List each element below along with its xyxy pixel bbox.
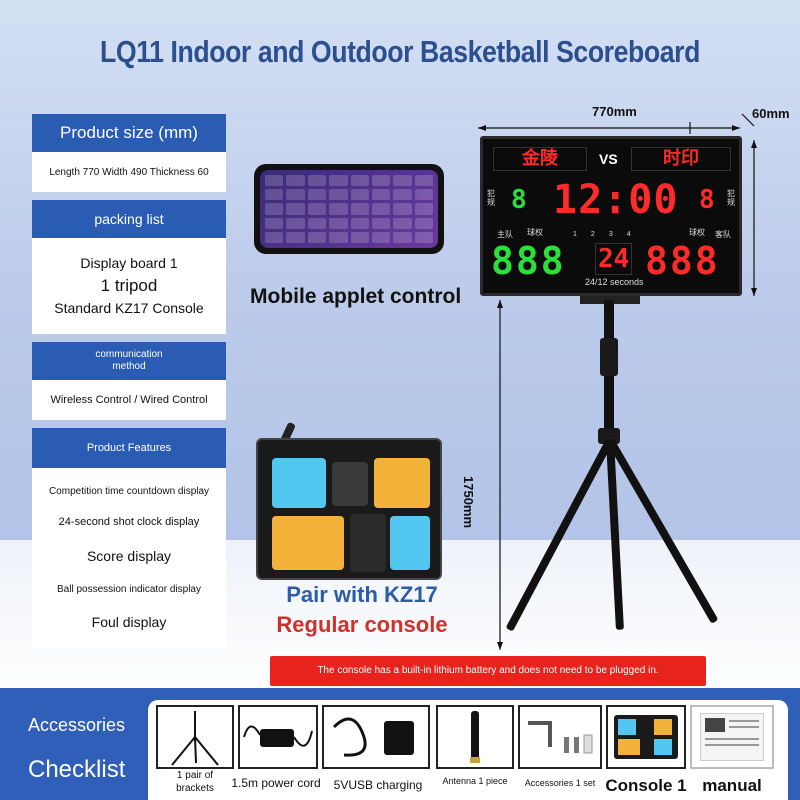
- spec-size-body: Length 770 Width 490 Thickness 60: [32, 152, 226, 192]
- console-pad: [390, 516, 430, 570]
- manual-text-line: [705, 744, 759, 746]
- spec-packing-header: packing list: [32, 200, 226, 238]
- scoreboard-display: 金陵 VS 时印 犯规 8 12:00 8 犯规 主队 球权 1 2 3 4 球…: [480, 136, 742, 296]
- console-pad: [618, 719, 636, 735]
- period-2: 2: [590, 231, 595, 238]
- comm-header-line: communication: [95, 349, 163, 360]
- console-icon: [614, 715, 678, 759]
- power-adapter-icon: [243, 725, 313, 747]
- manual-text-line: [729, 726, 759, 728]
- console-pad: [654, 719, 672, 735]
- guest-foul-value: 8: [699, 185, 715, 215]
- feature-item: Ball possession indicator display: [57, 583, 201, 595]
- accessory-label: 1.5m power cord: [231, 776, 321, 790]
- console-pad: [654, 739, 672, 755]
- comm-header-line: method: [112, 361, 146, 372]
- accessory-label: 1 pair of brackets: [156, 769, 234, 795]
- guest-label: 客队: [715, 230, 731, 239]
- accessory-antenna-image: [436, 705, 514, 769]
- spec-size-header: Product size (mm): [32, 114, 226, 152]
- guest-foul-label: 犯规: [727, 189, 735, 207]
- console-image: [256, 438, 442, 580]
- stand-height-dimension: 1750mm: [461, 476, 476, 529]
- width-dimension: 770mm: [592, 104, 637, 119]
- spec-features-body: Competition time countdown display 24-se…: [32, 468, 226, 648]
- spec-packing-body: Display board 1 1 tripod Standard KZ17 C…: [32, 238, 226, 334]
- accessory-manual-image: [690, 705, 774, 769]
- period-4: 4: [626, 231, 631, 238]
- pair-caption: Pair with KZ17: [286, 582, 438, 607]
- console-pad: [332, 462, 368, 506]
- home-foul-value: 8: [511, 185, 527, 215]
- console-pad: [272, 458, 326, 508]
- dimension-lines: [478, 113, 757, 650]
- vs-label: VS: [599, 151, 618, 167]
- accessory-label: Antenna 1 piece: [442, 776, 508, 786]
- battery-notice-banner: The console has a built-in lithium batte…: [270, 656, 706, 686]
- regular-console-caption: Regular console: [276, 612, 448, 637]
- packing-item: Display board 1: [80, 255, 178, 271]
- spec-comm-header: communication method: [32, 342, 226, 380]
- home-foul-label: 犯规: [487, 189, 495, 207]
- console-pad: [350, 514, 386, 572]
- accessory-label-line: 1 pair of: [176, 770, 214, 781]
- accessory-usb-charging-image: [322, 705, 430, 769]
- tripod-icon: [171, 711, 219, 766]
- spec-comm-body: Wireless Control / Wired Control: [32, 380, 226, 420]
- home-team-name: 金陵: [522, 148, 558, 169]
- console-pad: [374, 458, 430, 508]
- usb-charger-icon: [332, 717, 414, 757]
- guest-possession-label: 球权: [689, 228, 705, 237]
- home-name-panel: 金陵: [493, 147, 587, 171]
- guest-name-panel: 时印: [631, 147, 731, 171]
- accessory-label: manual: [702, 776, 762, 795]
- accessory-label: 5VUSB charging: [333, 778, 423, 792]
- manual-text-line: [705, 738, 759, 740]
- manual-text-line: [729, 720, 759, 722]
- guest-team-name: 时印: [663, 148, 699, 169]
- game-clock: 12:00: [553, 177, 679, 223]
- accessory-label: Console 1: [605, 776, 687, 795]
- packing-item: 1 tripod: [100, 275, 158, 295]
- guest-score: 888: [645, 239, 720, 283]
- period-indicators: 1 2 3 4: [573, 231, 631, 238]
- accessory-parts-image: [518, 705, 602, 769]
- feature-item: Competition time countdown display: [48, 485, 210, 497]
- home-score: 888: [491, 239, 566, 283]
- home-possession-label: 球权: [527, 228, 543, 237]
- accessory-brackets-image: [156, 705, 234, 769]
- antenna-icon: [470, 711, 480, 763]
- accessory-label: Accessories 1 set: [524, 778, 596, 788]
- phone-image: [254, 164, 444, 254]
- accessory-console-image: [606, 705, 686, 769]
- checklist-title: Checklist: [28, 756, 126, 783]
- feature-item: 24-second shot clock display: [58, 516, 200, 529]
- manual-figure: [705, 718, 725, 732]
- mobile-caption: Mobile applet control: [250, 285, 462, 308]
- period-3: 3: [608, 231, 613, 238]
- console-pad: [272, 516, 344, 570]
- accessories-title: Accessories: [28, 715, 126, 735]
- phone-app-screen: [260, 170, 438, 248]
- feature-item: Score display: [86, 547, 172, 564]
- period-1: 1: [573, 231, 577, 238]
- accessory-power-cord-image: [238, 705, 318, 769]
- manual-icon: [700, 713, 764, 761]
- home-label: 主队: [497, 230, 513, 239]
- feature-item: Foul display: [91, 614, 167, 631]
- shot-clock: 24: [595, 243, 633, 275]
- shot-clock-caption: 24/12 seconds: [585, 277, 644, 287]
- packing-item: Standard KZ17 Console: [54, 300, 204, 317]
- spec-features-header: Product Features: [32, 428, 226, 468]
- accessory-label-line: brackets: [176, 783, 214, 794]
- console-pad: [618, 739, 640, 755]
- thickness-dimension: 60mm: [752, 106, 790, 121]
- stand-joint: [600, 338, 618, 376]
- screws-icon: [528, 721, 593, 754]
- page-title: LQ11 Indoor and Outdoor Basketball Score…: [100, 34, 700, 69]
